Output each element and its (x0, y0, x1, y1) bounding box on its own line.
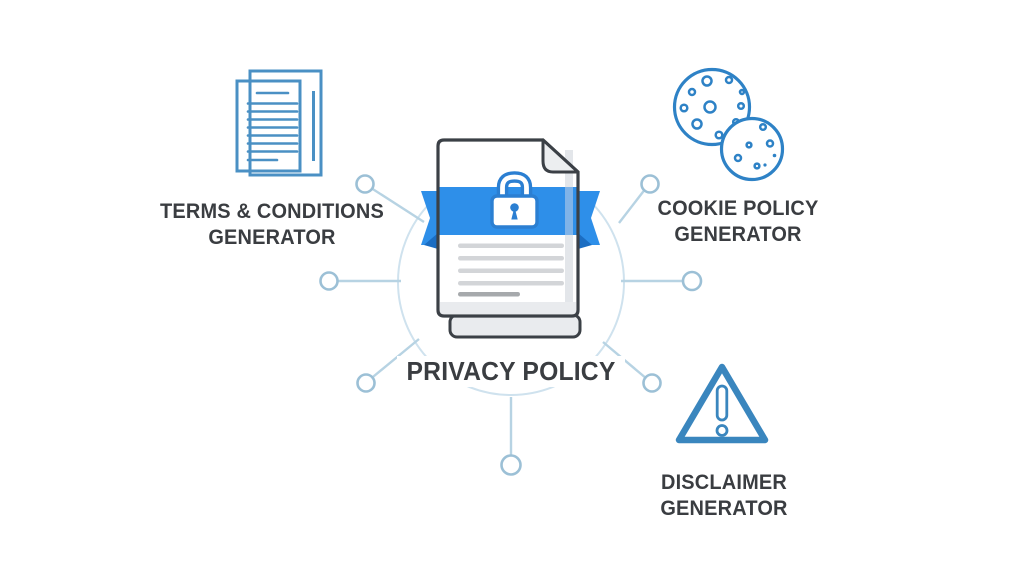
connectors (319, 174, 703, 476)
connector-line (618, 187, 647, 224)
connector-bottom (500, 397, 522, 476)
warning-exclamation-dot (715, 424, 729, 437)
warning-triangle-icon (675, 363, 769, 444)
connector-node (640, 174, 660, 194)
connector-node (355, 174, 375, 194)
disclaimer-label: DISCLAIMER GENERATOR (610, 470, 838, 522)
cookie-policy-label-line1: COOKIE POLICY (657, 197, 819, 220)
cookie-small-chips (733, 122, 777, 170)
ribbon-band-shade (565, 187, 573, 235)
connector-upper-left (355, 174, 425, 224)
padlock-icon (490, 171, 539, 229)
connector-right (621, 270, 703, 292)
terms-conditions-label-line2: GENERATOR (208, 226, 336, 249)
connector-node (356, 373, 376, 393)
disclaimer-label-line2: GENERATOR (660, 497, 788, 520)
ribbon-right-fold (578, 233, 592, 249)
terms-conditions-label-line1: TERMS & CONDITIONS (160, 200, 384, 223)
documents-icon (235, 69, 323, 177)
connector-node (642, 373, 662, 393)
document-text-lines (458, 243, 564, 297)
padlock-shackle-inner (500, 174, 529, 197)
disclaimer-label-line1: DISCLAIMER (660, 471, 788, 494)
locked-document-icon (421, 138, 600, 339)
padlock-keyhole-stem (511, 207, 518, 220)
document-back-page (448, 313, 582, 339)
ribbon-right-tail (578, 191, 600, 245)
document-fold-corner (541, 138, 580, 174)
connector-left (319, 271, 401, 291)
warning-exclamation-bar (715, 384, 729, 422)
connector-node (681, 270, 703, 292)
cookie-small (719, 116, 785, 182)
connector-upper-right (618, 174, 660, 224)
document-bottom-shade (440, 302, 576, 314)
cookie-policy-label: COOKIE POLICY GENERATOR (624, 196, 852, 248)
terms-conditions-label: TERMS & CONDITIONS GENERATOR (139, 199, 405, 251)
cookies-icon (672, 67, 785, 182)
connector-lower-left (356, 338, 420, 393)
ribbon-left-tail (421, 191, 438, 245)
ribbon-left-fold (424, 233, 438, 249)
cookie-policy-label-line2: GENERATOR (674, 223, 802, 246)
connector-node (319, 271, 339, 291)
connector-lower-right (602, 341, 662, 393)
privacy-policy-title: PRIVACY POLICY (397, 356, 625, 387)
connector-line (602, 341, 648, 380)
connector-line (367, 338, 420, 382)
connector-node (500, 454, 522, 476)
documents-front-page (235, 79, 302, 173)
documents-text-lines (246, 91, 299, 162)
documents-back-page (248, 69, 323, 177)
document-border (436, 138, 580, 318)
connector-line (367, 184, 425, 224)
